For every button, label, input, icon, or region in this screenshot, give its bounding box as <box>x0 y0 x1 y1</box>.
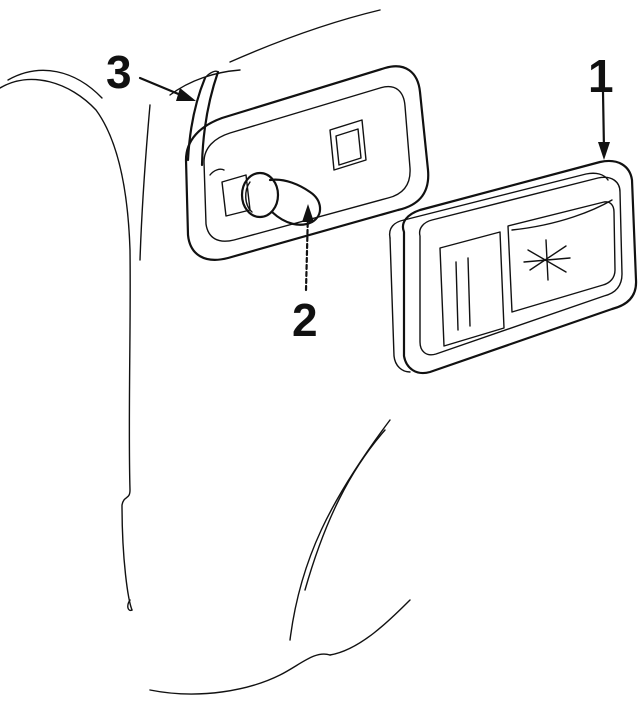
side-marker-lamp <box>388 159 638 375</box>
callout-3-arrowhead <box>176 88 196 101</box>
bulb-socket <box>240 171 322 226</box>
wire-harness <box>186 70 220 167</box>
callout-2-arrowhead <box>302 204 314 222</box>
callout-arrows <box>138 76 610 292</box>
callout-1-arrowhead <box>598 142 610 160</box>
callout-3-label: 3 <box>106 46 132 98</box>
body-panel-outline <box>0 9 411 695</box>
callout-2-label: 2 <box>292 294 318 346</box>
callout-1-leader <box>601 90 606 152</box>
callout-1-label: 1 <box>588 50 614 102</box>
callout-2-leader <box>304 210 310 292</box>
